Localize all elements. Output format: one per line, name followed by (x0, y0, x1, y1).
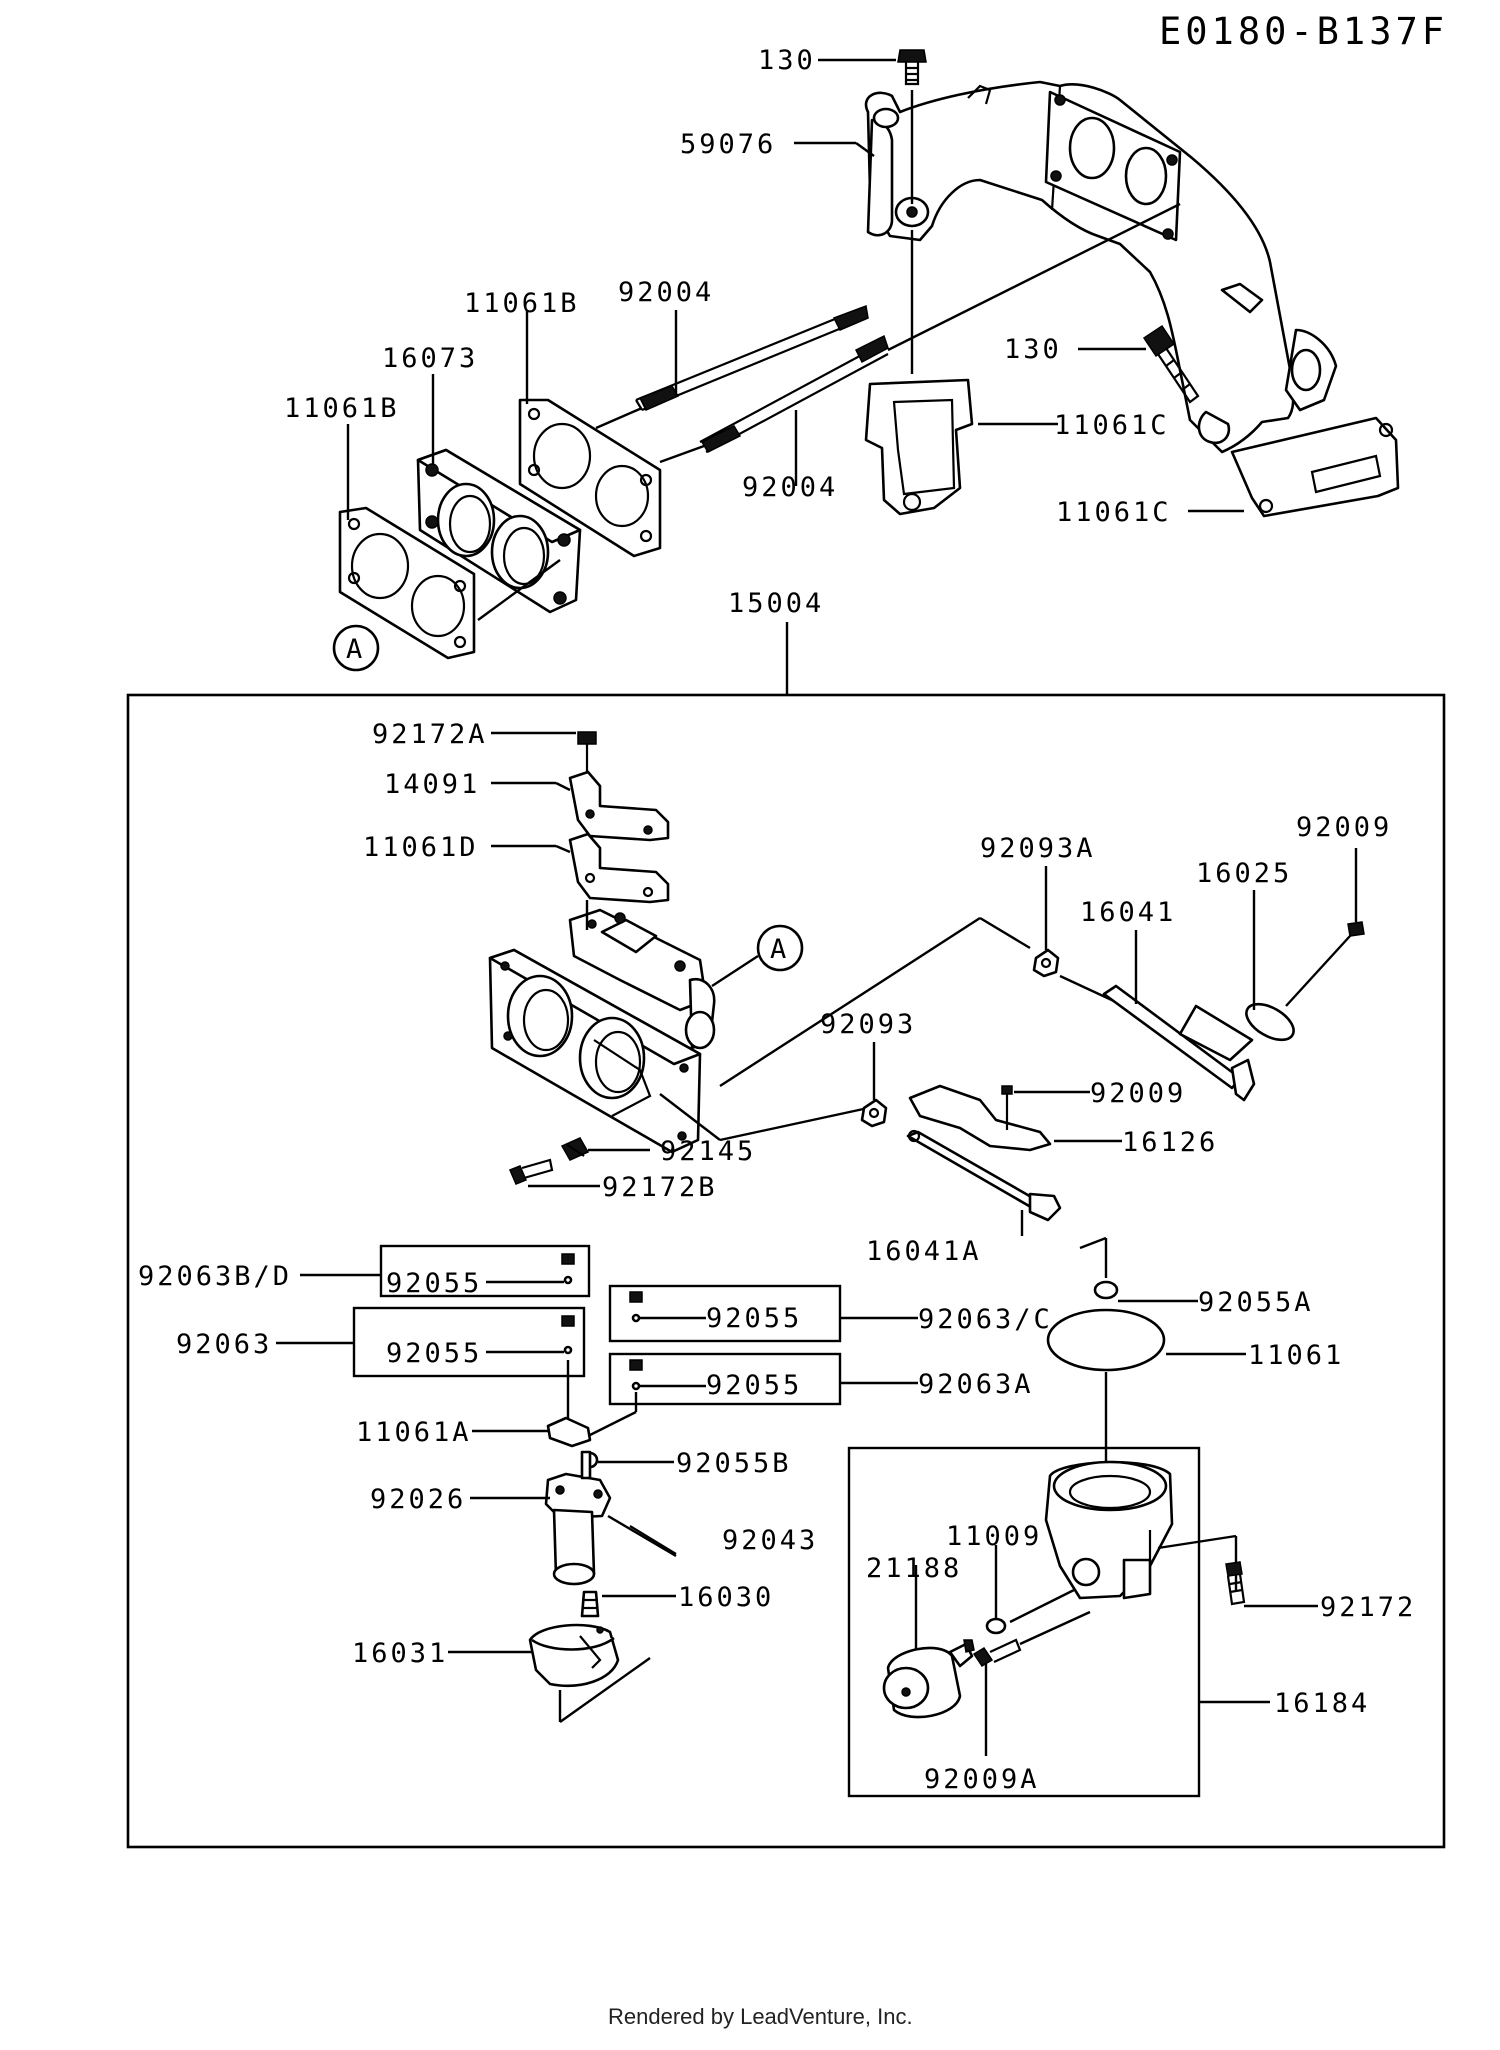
callout-16030: 16030 (678, 1582, 774, 1613)
callout-16041a: 16041A (866, 1236, 982, 1267)
screw-92172 (1225, 1561, 1246, 1606)
jet-icon-box3 (561, 1315, 575, 1355)
screw-92172b (509, 1158, 554, 1185)
callout-16041: 16041 (1080, 897, 1176, 928)
callout-21188: 21188 (866, 1553, 962, 1584)
callout-16073: 16073 (382, 343, 478, 374)
box-92063bd (379, 1244, 591, 1298)
callout-92145: 92145 (660, 1136, 756, 1167)
diagram-code: E0180-B137F (1159, 10, 1448, 53)
spring-92145 (560, 1137, 590, 1161)
screw-92009-mid (1001, 1085, 1013, 1130)
gasket-11061b-upper (518, 398, 662, 558)
screw-92009a (972, 1638, 1022, 1668)
callout-92055a: 92055A (1198, 1287, 1314, 1318)
shaft-16041 (1102, 984, 1256, 1102)
box-92063a (608, 1352, 842, 1406)
callout-11061: 11061 (1248, 1340, 1344, 1371)
callout-11061b-upper: 11061B (464, 288, 580, 319)
callout-92093a: 92093A (980, 833, 1096, 864)
carburetor-body (488, 908, 716, 1154)
solenoid-21188 (882, 1639, 975, 1719)
float-16031 (528, 1623, 620, 1688)
callout-130-right: 130 (1004, 334, 1062, 365)
callout-92055b: 92055B (676, 1448, 792, 1479)
callout-16184: 16184 (1274, 1688, 1370, 1719)
callout-16025: 16025 (1196, 858, 1292, 889)
washer-92055a (1093, 1280, 1119, 1300)
nut-92093 (860, 1098, 888, 1128)
throttle-plate-16025 (1245, 1002, 1295, 1042)
bolt-130-top (897, 49, 927, 86)
callout-11061b-lower: 11061B (284, 393, 400, 424)
gasket-11061a (546, 1416, 592, 1448)
shaft-16041a (906, 1129, 1062, 1222)
jet-icon-box2 (629, 1291, 643, 1323)
callout-92055-box2: 92055 (706, 1303, 802, 1334)
callout-92172b: 92172B (602, 1172, 718, 1203)
callout-11061d: 11061D (363, 832, 479, 863)
callout-92043: 92043 (722, 1525, 818, 1556)
plate-14091 (568, 770, 670, 842)
callout-labels: 130 59076 11061B 92004 16073 11061B 130 … (138, 45, 1416, 1795)
callout-92009-top: 92009 (1296, 812, 1392, 843)
float-bowl-16184 (1044, 1460, 1174, 1600)
intake-manifold (864, 80, 1400, 518)
screw-92009-top (1285, 921, 1365, 1007)
callout-15004: 15004 (728, 588, 824, 619)
gasket-11061d (568, 832, 670, 904)
bolt-130-right (1142, 324, 1200, 404)
leader-lines (276, 58, 1358, 1756)
callout-92063a: 92063A (918, 1369, 1034, 1400)
gasket-11061b-lower (338, 506, 476, 660)
svg-text:A: A (346, 634, 365, 665)
callout-11061c-upper: 11061C (1054, 410, 1170, 441)
float-bowl-box (847, 1446, 1201, 1798)
stud-92004-upper (635, 304, 869, 412)
plate-16126 (908, 1084, 1052, 1152)
callout-92009-mid: 92009 (1090, 1078, 1186, 1109)
svg-text:A: A (770, 934, 789, 965)
callout-14091: 14091 (384, 769, 480, 800)
stud-92004-lower (699, 334, 889, 453)
callout-92172: 92172 (1320, 1592, 1416, 1623)
jet-icon-box4 (629, 1359, 643, 1391)
gasket-11061 (1046, 1308, 1166, 1372)
spacer-16073 (416, 448, 582, 614)
holder-92026 (544, 1450, 612, 1586)
callout-92055-box4: 92055 (706, 1370, 802, 1401)
callout-92055-box3: 92055 (386, 1338, 482, 1369)
pin-92043 (629, 1525, 677, 1555)
jet-16030 (580, 1590, 600, 1618)
washer-11009 (985, 1617, 1007, 1635)
callout-92009a: 92009A (924, 1764, 1040, 1795)
callout-11009: 11009 (946, 1521, 1042, 1552)
callout-92004-upper: 92004 (618, 277, 714, 308)
callout-92004-lower: 92004 (742, 472, 838, 503)
callout-130-top: 130 (758, 45, 816, 76)
callout-92063: 92063 (176, 1329, 272, 1360)
callout-92093: 92093 (820, 1009, 916, 1040)
carburetor-assembly-box (126, 693, 1446, 1849)
callout-59076: 59076 (680, 129, 776, 160)
callout-92055-box1: 92055 (386, 1268, 482, 1299)
ref-marker-a-upper: A (332, 624, 380, 672)
callout-92063bd: 92063B/D (138, 1261, 292, 1292)
footer-credit: Rendered by LeadVenture, Inc. (608, 2004, 913, 2029)
callout-16126: 16126 (1122, 1127, 1218, 1158)
ref-marker-a-lower: A (756, 924, 804, 972)
box-92063c (608, 1284, 842, 1343)
callout-11061c-lower: 11061C (1056, 497, 1172, 528)
callout-11061a: 11061A (356, 1417, 472, 1448)
callout-92063c: 92063/C (918, 1304, 1053, 1335)
callout-92026: 92026 (370, 1484, 466, 1515)
gasket-11061c-upper (864, 378, 974, 516)
nut-92093a (1032, 948, 1060, 978)
callout-92172a: 92172A (372, 719, 488, 750)
jet-icon-box1 (561, 1253, 575, 1285)
callout-16031: 16031 (352, 1638, 448, 1669)
